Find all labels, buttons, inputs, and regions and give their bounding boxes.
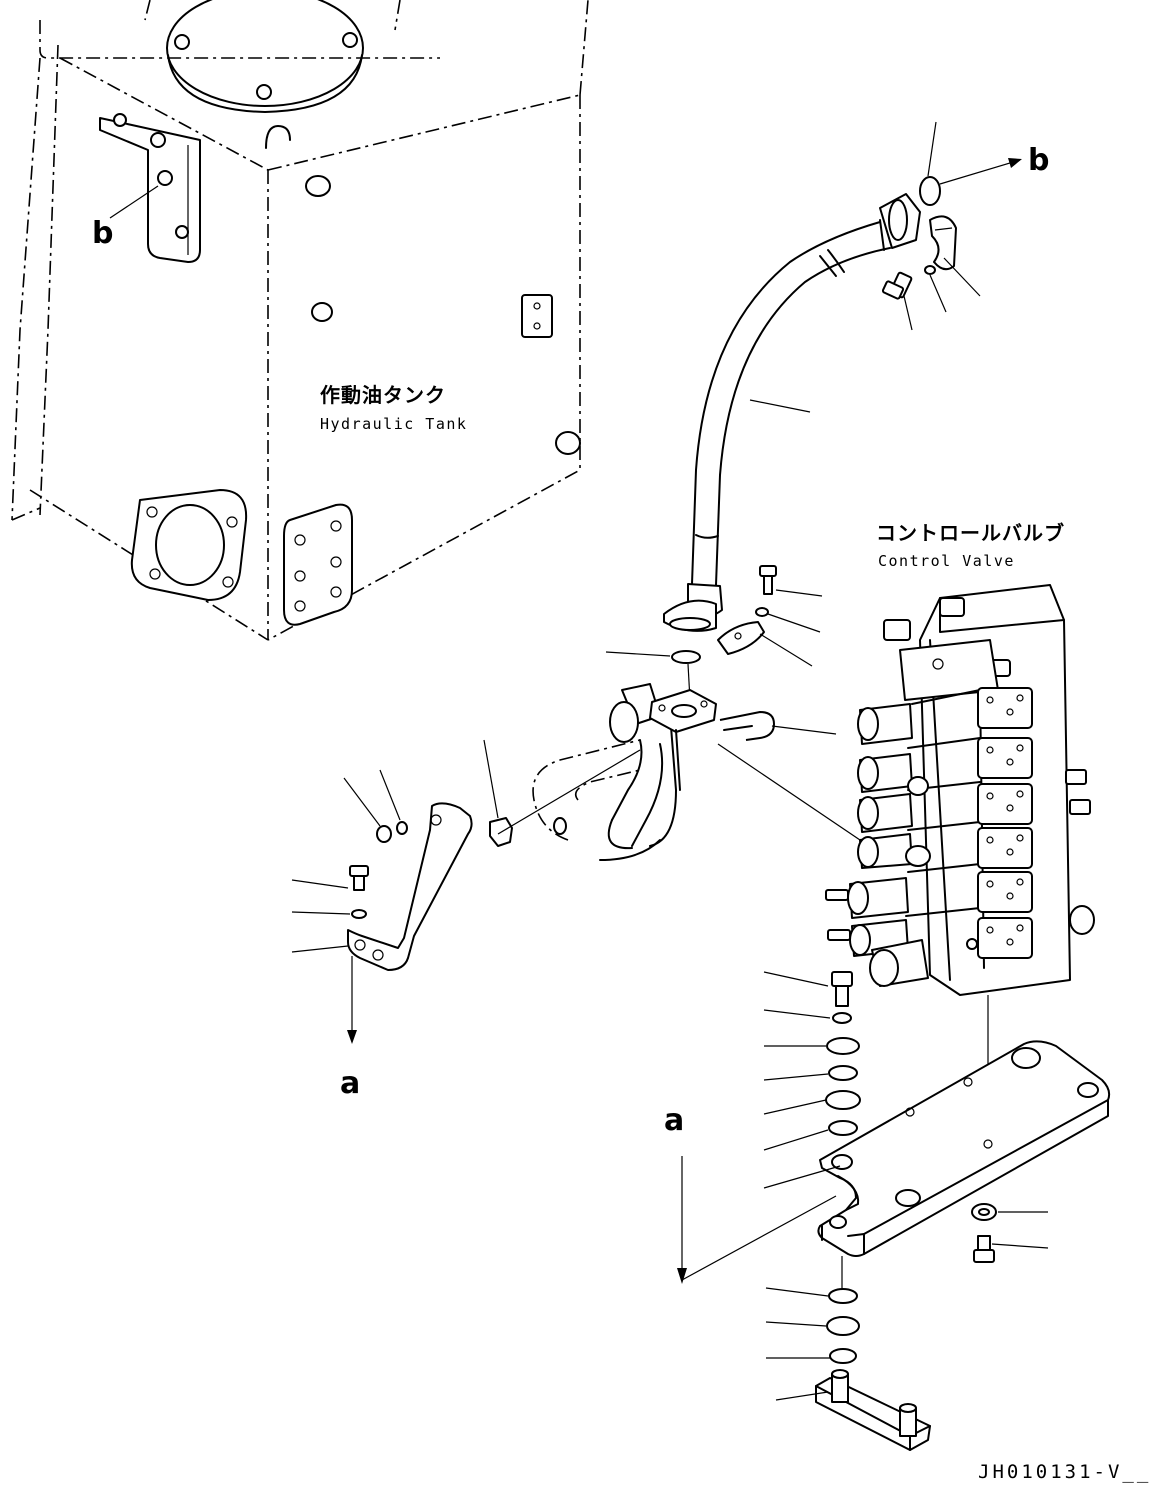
leader-stack-5 xyxy=(763,1099,827,1115)
tank-label-en: Hydraulic Tank xyxy=(320,415,467,433)
leader-tube-clamp xyxy=(483,739,499,819)
leader-stopper-plate xyxy=(775,1391,829,1401)
leader-bracket-washer xyxy=(291,911,351,915)
leader-lower-stack-1 xyxy=(765,1287,829,1297)
leader-upper-washer xyxy=(929,274,947,313)
bracket-washer xyxy=(351,909,367,919)
stack-o-ring-1 xyxy=(828,1065,858,1081)
valve-label-jp: コントロールバルブ xyxy=(876,521,1065,545)
tank-label-jp: 作動油タンク xyxy=(320,383,446,407)
drawing-code: JH010131-V__ xyxy=(978,1461,1151,1483)
stack-washer-2 xyxy=(826,1037,860,1055)
stack-o-ring-2 xyxy=(828,1120,858,1136)
leader-hose xyxy=(749,399,811,413)
stack-bolt xyxy=(835,985,849,1007)
leader-bracket-bolt xyxy=(291,879,349,889)
ref-b-left: b xyxy=(92,216,113,251)
ref-b-right: b xyxy=(1028,143,1049,178)
leader-lower-o-ring xyxy=(605,651,671,657)
leader-stack-1 xyxy=(763,971,829,987)
plate-nut xyxy=(971,1203,997,1221)
leader-mount-plate xyxy=(763,1165,841,1189)
clamp-centerline xyxy=(497,749,641,835)
ref-b-leader-left xyxy=(109,185,159,219)
leader-nut xyxy=(343,777,381,827)
ref-a-left: a xyxy=(340,1066,360,1101)
nut xyxy=(376,825,392,843)
leader-bracket xyxy=(291,945,349,953)
leader-lower-flange xyxy=(759,633,813,667)
hydraulic-tank xyxy=(11,0,589,641)
leader-stack-6 xyxy=(763,1129,829,1151)
leader-upper-bolt xyxy=(903,295,913,331)
washer xyxy=(396,821,408,835)
leader-upper-flange xyxy=(943,257,981,297)
ref-a-right: a xyxy=(664,1103,684,1138)
stopper-plate xyxy=(815,1369,931,1451)
leader-upper-o-ring xyxy=(927,121,937,177)
leader-plate-bolt xyxy=(991,1243,1049,1249)
leader-washer xyxy=(379,769,401,821)
leader-lower-bolt xyxy=(775,589,823,597)
valve-label-en: Control Valve xyxy=(878,552,1015,570)
stack-washer-1 xyxy=(832,1012,852,1024)
ref-a-arrow-right-diagonal xyxy=(681,1195,837,1281)
lower-o-ring-1 xyxy=(828,1288,858,1304)
leader-stack-4 xyxy=(763,1073,829,1081)
lower-o-ring xyxy=(671,650,701,664)
control-valve xyxy=(825,584,1095,996)
leader-lower-washer xyxy=(767,613,821,633)
pipe-centerline xyxy=(717,743,861,841)
bracket xyxy=(347,802,473,971)
upper-split-flange xyxy=(881,215,957,300)
ref-b-arrow-right xyxy=(939,159,1021,185)
leader-stack-2 xyxy=(763,1009,831,1019)
stack-cushion-1 xyxy=(825,1090,861,1110)
lower-split-flange xyxy=(717,565,777,655)
upper-o-ring xyxy=(919,176,941,206)
leader-lower-stack-2 xyxy=(765,1321,827,1327)
suction-tube xyxy=(532,683,717,861)
lower-cushion xyxy=(826,1316,860,1336)
leader-u-clip xyxy=(771,725,837,735)
lower-o-ring-2 xyxy=(829,1348,857,1364)
valve-mount-plate xyxy=(817,1040,1111,1257)
hose xyxy=(663,193,921,632)
